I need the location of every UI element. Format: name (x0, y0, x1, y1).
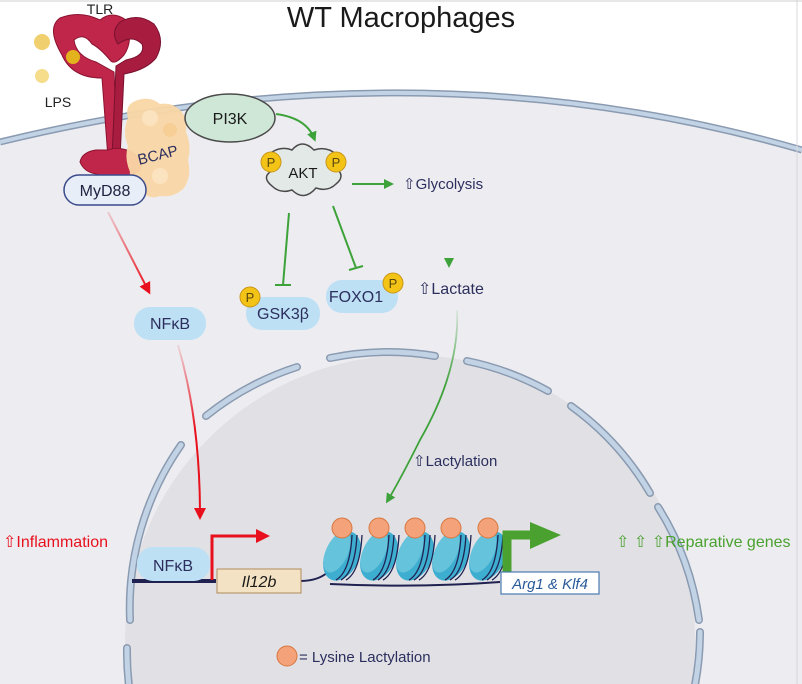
phospho-icon-akt-right: P (325, 151, 347, 173)
il12b-label: Il12b (242, 574, 277, 591)
lps-label: LPS (45, 94, 71, 110)
bcap-protein (125, 98, 190, 198)
page-title: WT Macrophages (287, 2, 515, 34)
arrow-pi3k-akt (275, 113, 317, 142)
reparative-promoter-arrow (502, 530, 533, 576)
lps-molecules (34, 34, 80, 83)
phospho-icon-gsk3b: P (239, 286, 261, 308)
inflammation-label: ⇧Inflammation (3, 534, 108, 551)
akt-node (265, 143, 342, 197)
nucleosome (469, 517, 509, 581)
arrow-myd88-nfkb (107, 211, 151, 295)
arg1-klf4-gene-box (500, 571, 600, 595)
svg-text:P: P (267, 155, 276, 170)
lysine-lactylation-mark (477, 517, 499, 539)
reparative-genes-label: ⇧ ⇧ ⇧Reparative genes (616, 534, 791, 551)
svg-text:P: P (332, 155, 341, 170)
phospho-icon-akt-left: P (260, 151, 282, 173)
myd88-label: MyD88 (80, 183, 131, 200)
nuclear-envelope (122, 348, 704, 684)
nfkb-cytoplasmic-node (134, 307, 206, 340)
arrow-nfkb-nucleus (177, 344, 206, 520)
svg-text:P: P (389, 276, 398, 291)
lactate-label: ⇧Lactate (418, 281, 484, 298)
foxo1-node (326, 280, 398, 313)
inhibition-akt-gsk3b (275, 212, 291, 286)
nucleosome-array (323, 517, 509, 581)
arg1-klf4-label: Arg1 & Klf4 (511, 576, 588, 593)
tlr-label: TLR (87, 1, 113, 17)
nfkb-nuclear-node (137, 547, 210, 581)
legend-lactylation-icon (276, 645, 298, 667)
lysine-lactylation-mark (404, 517, 426, 539)
nucleosome (360, 517, 400, 581)
nucleosome (323, 517, 363, 581)
pi3k-node (184, 93, 276, 143)
nfkb-cytoplasmic-label: NFκB (150, 316, 190, 333)
arrow-lactate-lactylation (385, 309, 459, 504)
il12b-gene-box (216, 568, 302, 594)
glycolysis-label: ⇧Glycolysis (403, 176, 483, 193)
nucleosome (396, 517, 436, 581)
foxo1-label: FOXO1 (329, 289, 383, 306)
lysine-lactylation-mark (331, 517, 353, 539)
gsk3b-node (246, 297, 320, 330)
legend-label: = Lysine Lactylation (299, 649, 431, 666)
gsk3b-label: GSK3β (257, 306, 309, 323)
svg-text:P: P (246, 290, 255, 305)
nfkb-nuclear-label: NFκB (153, 558, 193, 575)
akt-label: AKT (288, 165, 317, 182)
phospho-icon-foxo1: P (382, 272, 404, 294)
lysine-lactylation-mark (368, 517, 390, 539)
lactylation-label: ⇧Lactylation (413, 453, 497, 470)
nucleosome (432, 517, 472, 581)
pi3k-label: PI3K (213, 111, 248, 128)
lysine-lactylation-mark (440, 517, 462, 539)
inhibition-akt-foxo1 (332, 205, 364, 271)
il12b-promoter-arrow (210, 534, 258, 580)
myd88-node (63, 174, 147, 206)
